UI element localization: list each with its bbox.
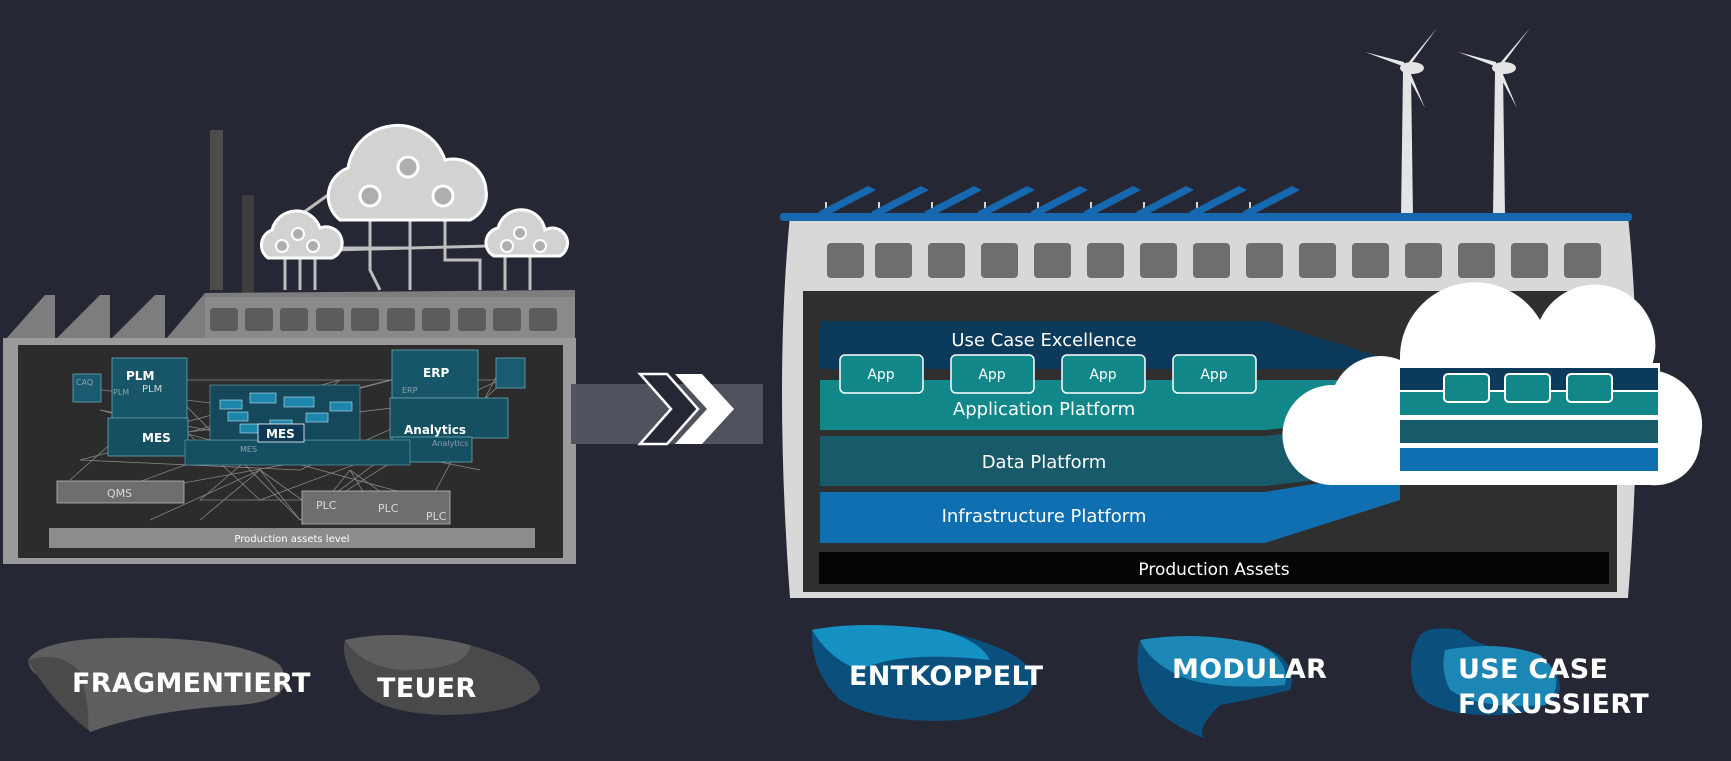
qms-label: QMS [107,487,132,500]
cloud-app-tiles [1443,373,1613,403]
cloud-band-infrastructure [1400,448,1658,471]
app-label: App [1089,367,1116,383]
platform-cloud [1282,282,1703,486]
transition-connector [571,372,763,446]
chevron-icon [675,374,734,444]
chimney [242,195,254,295]
solar-panels [818,186,1300,216]
caq-label: CAQ [76,378,93,387]
cloud-small-left [259,209,344,260]
infrastructure-platform-label: Infrastructure Platform [942,506,1147,527]
use-case-excellence-label: Use Case Excellence [951,330,1136,351]
app-tiles: App App App App [839,354,1257,394]
badge-label: ENTKOPPELT [849,661,1044,692]
badge-teuer: TEUER [344,635,540,715]
app-label: App [978,367,1005,383]
mes-box [107,417,189,457]
chevron-icon [637,372,700,446]
erp-box [391,349,479,399]
cloud-band-data [1400,420,1658,443]
modern-roof-windows [827,243,1601,278]
badge-blob [28,637,285,732]
wind-turbine [1458,28,1530,216]
production-assets-label: Production assets level [234,534,349,545]
plm-label: PLM [126,369,154,383]
analytics-label: Analytics [404,423,466,437]
badge-label: TEUER [377,673,477,704]
app-tile [950,354,1035,394]
badge-label: FRAGMENTIERT [72,668,311,699]
qms-box [56,480,185,504]
erp-label: ERP [423,366,449,380]
app-tile [1061,354,1146,394]
app-label: App [867,367,894,383]
chimney [210,130,223,290]
badge-fragmentiert: FRAGMENTIERT [28,637,311,732]
application-platform-label: Application Platform [953,399,1135,420]
badge-blob-light [1443,646,1557,706]
cloud-large [326,123,488,222]
badge-blob-light [345,635,470,670]
production-assets-label: Production Assets [1138,560,1289,580]
badge-blob-light [812,625,990,670]
badge-label-line1: USE CASE [1458,654,1608,685]
production-assets-bar [49,528,535,548]
plc-label: PLC [316,499,337,512]
app-tile [1172,354,1257,394]
mes-small-box [184,439,411,466]
data-platform-label: Data Platform [982,452,1107,473]
layer-infrastructure-platform [820,470,1400,543]
production-assets-layer [819,552,1609,584]
wind-turbine [1365,28,1437,216]
cloud-small-right [484,208,570,258]
badge-label: MODULAR [1172,654,1327,685]
badge-blob-shadow [28,656,89,730]
roof-windows [210,308,557,331]
erp-label-faint: ERP [402,386,418,395]
plm-label-faint: PLM [113,388,129,397]
layer-data-platform [820,420,1400,486]
plc-label: PLC [426,510,447,523]
badge-usecase-fokussiert: USE CASE FOKUSSIERT [1411,628,1649,720]
badge-entkoppelt: ENTKOPPELT [811,625,1044,721]
legacy-clouds [259,123,570,291]
legacy-systems: CAQ PLM PLM PLM ERP ERP Analytics Analyt… [56,349,526,525]
badge-label-line2: FOKUSSIERT [1458,689,1649,720]
app-label: App [1200,367,1227,383]
mes-label: MES [142,431,171,445]
legacy-factory: CAQ PLM PLM PLM ERP ERP Analytics Analyt… [3,130,576,564]
badge-modular: MODULAR [1137,636,1327,740]
mes-center-label: MES [266,427,295,441]
erp-box-2 [389,397,509,439]
mes-label-faint: MES [240,445,257,454]
badge-blob-light [1140,636,1286,687]
analytics-label-faint: Analytics [432,439,468,448]
caq-box [72,373,102,403]
plm-box [111,357,188,429]
cloud-funnel-outline [1327,357,1421,483]
plc-label: PLC [378,502,399,515]
roof-line [780,213,1632,221]
app-tile [839,354,924,394]
side-box [495,357,526,389]
plc-box [301,490,451,525]
plm-label-faint: PLM [142,384,162,395]
mes-center-box [257,423,305,443]
